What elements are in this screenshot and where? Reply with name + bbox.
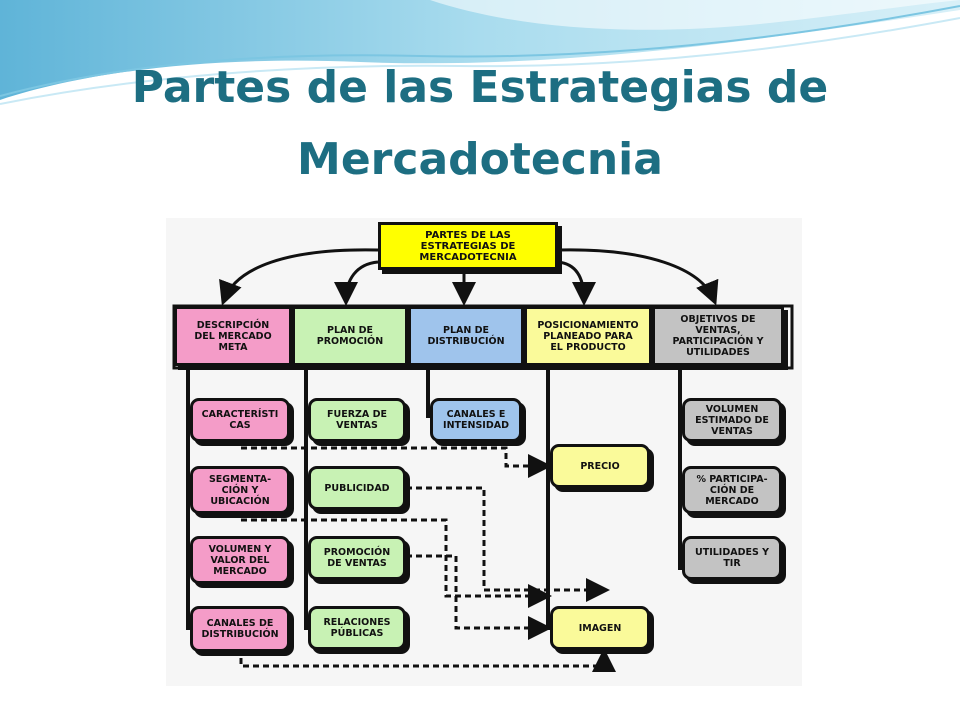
strategy-diagram: PARTES DE LAS ESTRATEGIAS DE MERCADOTECN… [166, 218, 802, 686]
slide-title-line-2: Mercadotecnia [297, 134, 663, 185]
item-volumen-estimado: VOLUMEN ESTIMADO DE VENTAS [682, 398, 782, 442]
item-utilidades-tir: UTILIDADES Y TIR [682, 536, 782, 580]
item-precio: PRECIO [550, 444, 650, 488]
category-objetivos: OBJETIVOS DE VENTAS, PARTICIPACIÓN Y UTI… [652, 306, 784, 366]
item-promocion-ventas: PROMOCIÓN DE VENTAS [308, 536, 406, 580]
root-box: PARTES DE LAS ESTRATEGIAS DE MERCADOTECN… [378, 222, 558, 270]
item-publicidad: PUBLICIDAD [308, 466, 406, 510]
root-arrows [219, 248, 719, 306]
item-segmentacion: SEGMENTA- CIÓN Y UBICACIÓN [190, 466, 290, 514]
dashed-links [239, 446, 616, 672]
category-spines [186, 368, 682, 630]
item-canales-intensidad: CANALES E INTENSIDAD [430, 398, 522, 442]
item-imagen: IMAGEN [550, 606, 650, 650]
item-relaciones-publicas: RELACIONES PÚBLICAS [308, 606, 406, 650]
item-fuerza-ventas: FUERZA DE VENTAS [308, 398, 406, 442]
item-canales-distribucion: CANALES DE DISTRIBUCIÓN [190, 606, 290, 652]
category-plan-distribucion: PLAN DE DISTRIBUCIÓN [408, 306, 524, 366]
category-posicionamiento: POSICIONAMIENTO PLANEADO PARA EL PRODUCT… [524, 306, 652, 366]
category-plan-promocion: PLAN DE PROMOCIÓN [292, 306, 408, 366]
item-volumen-valor: VOLUMEN Y VALOR DEL MERCADO [190, 536, 290, 584]
item-caracteristicas: CARACTERÍSTI CAS [190, 398, 290, 442]
item-participacion-mercado: % PARTICIPA- CIÓN DE MERCADO [682, 466, 782, 514]
slide-title-line-1: Partes de las Estrategias de [131, 62, 829, 113]
category-mercado-meta: DESCRIPCIÓN DEL MERCADO META [174, 306, 292, 366]
header-wave-decoration [0, 0, 960, 105]
